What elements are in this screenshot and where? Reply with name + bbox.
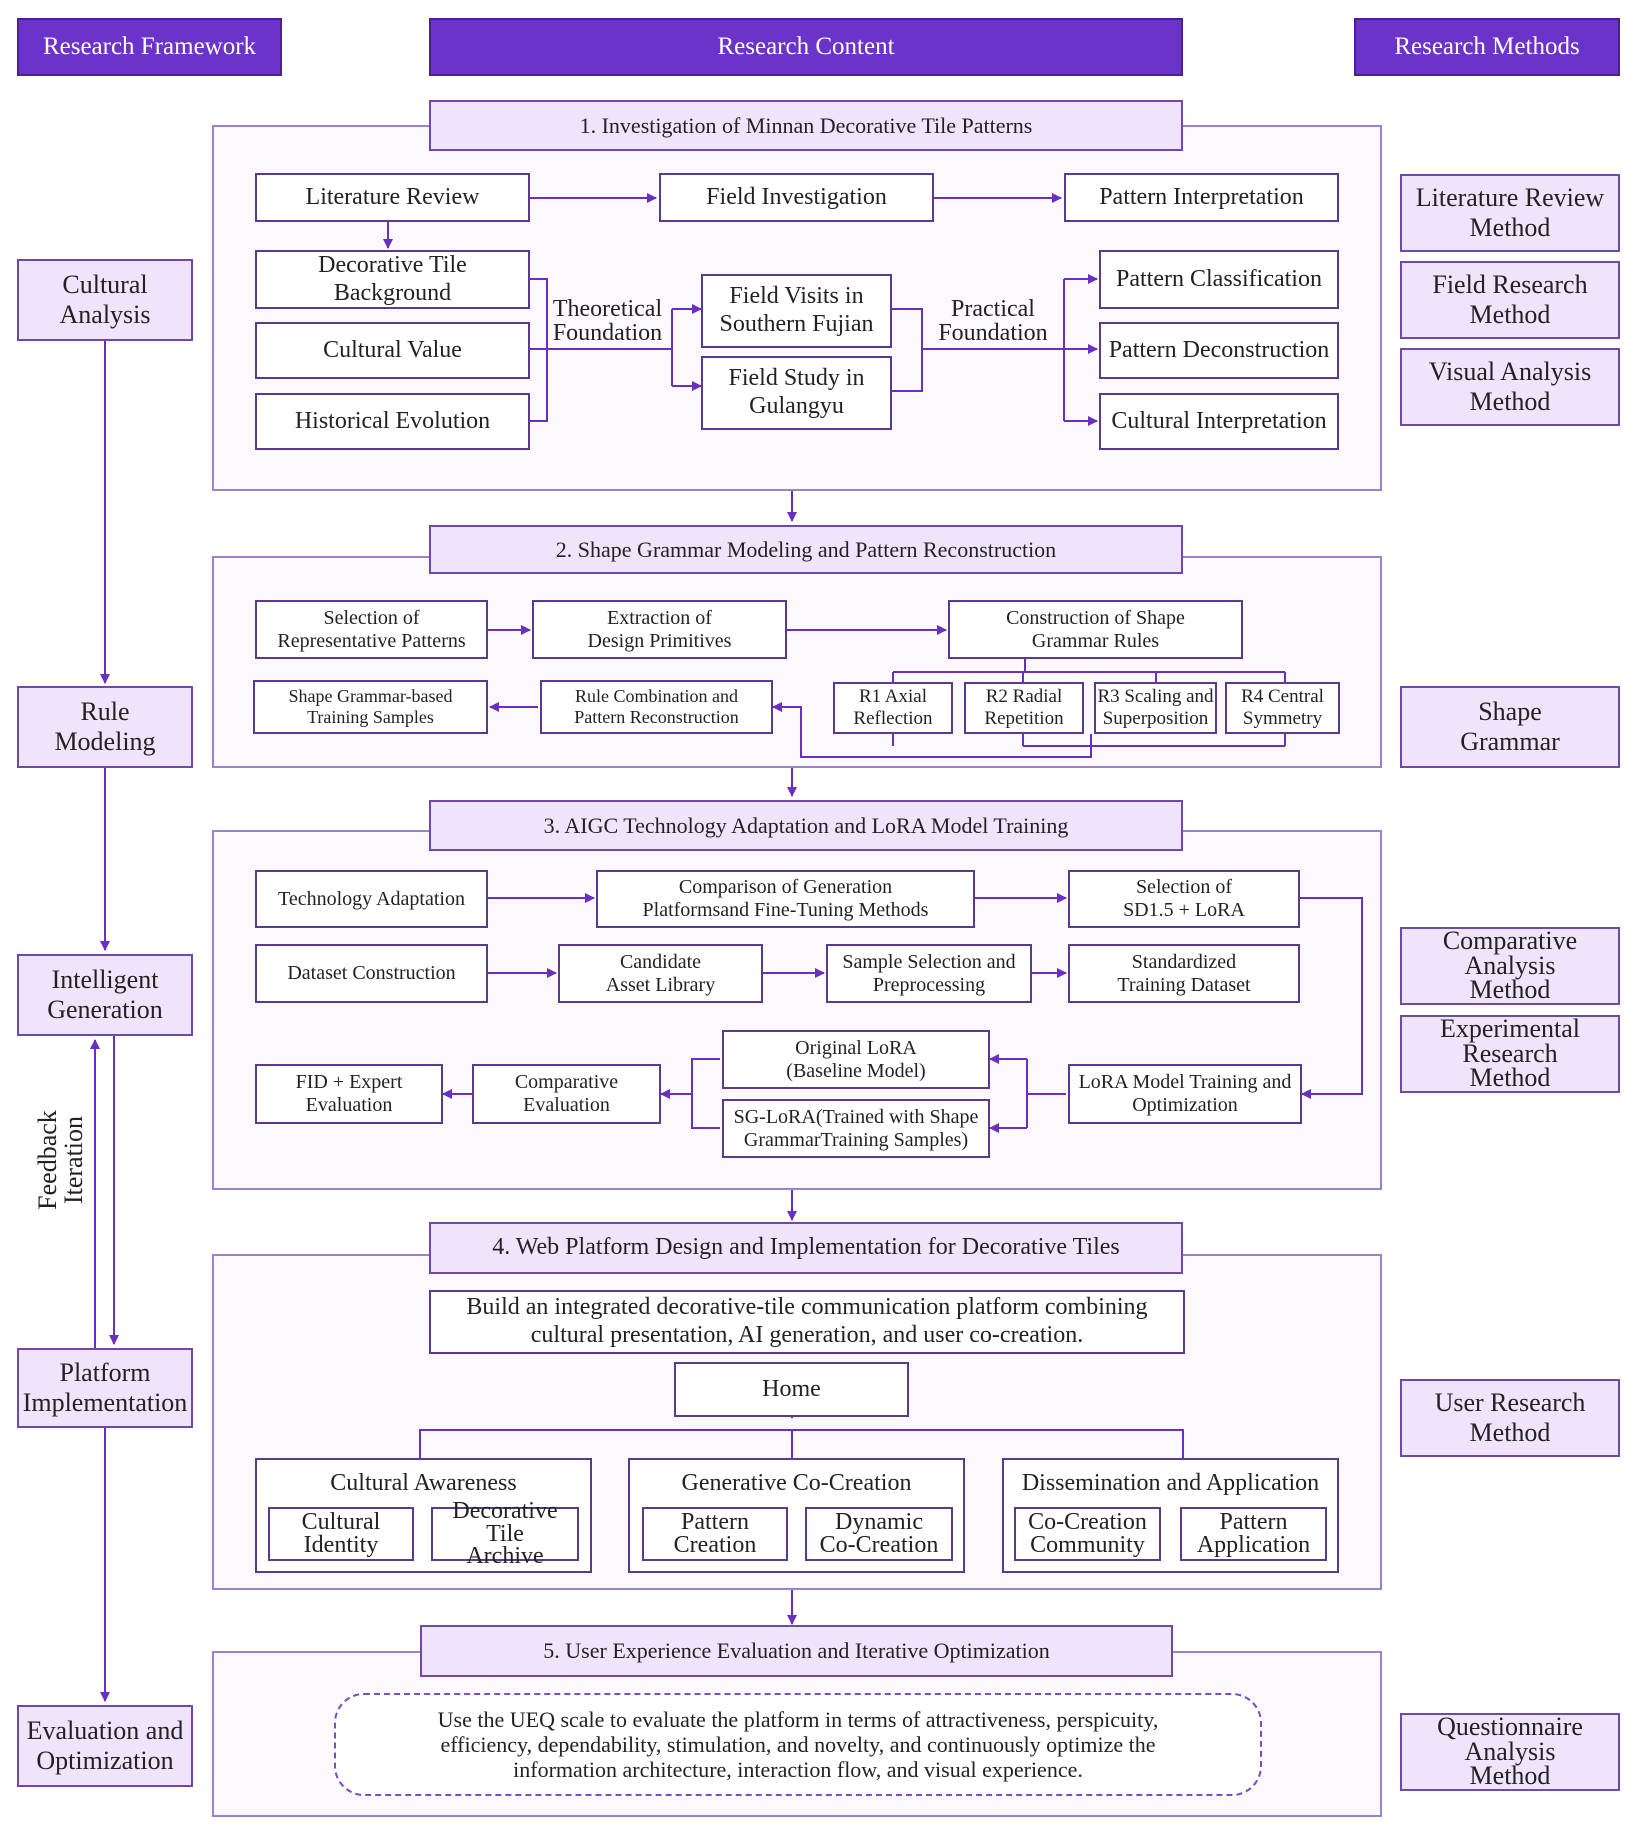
practical-foundation-label: Practical Foundation (938, 296, 1048, 346)
dataset-construction-box: Dataset Construction (255, 944, 488, 1003)
header-research-methods: Research Methods (1354, 18, 1620, 76)
method-literature-review: Literature Review Method (1400, 174, 1620, 252)
home-box: Home (674, 1362, 909, 1417)
pattern-deconstruction-box: Pattern Deconstruction (1099, 322, 1339, 379)
cultural-awareness-label: Cultural Awareness (330, 1470, 517, 1496)
cultural-value-box: Cultural Value (255, 322, 530, 379)
dissemination-label: Dissemination and Application (1021, 1470, 1320, 1496)
ueq-evaluation-box: Use the UEQ scale to evaluate the platfo… (334, 1693, 1262, 1796)
sample-selection-box: Sample Selection and Preprocessing (826, 944, 1032, 1003)
tile-background-box: Decorative Tile Background (255, 250, 530, 309)
framework-cultural-analysis: Cultural Analysis (17, 259, 193, 341)
framework-rule-modeling: Rule Modeling (17, 686, 193, 768)
fid-expert-box: FID + Expert Evaluation (255, 1064, 443, 1124)
field-visits-box: Field Visits in Southern Fujian (701, 274, 892, 348)
comparison-platforms-box: Comparison of Generation Platformsand Fi… (596, 870, 975, 928)
dynamic-cocreation-box: Dynamic Co-Creation (805, 1507, 953, 1561)
framework-platform-implementation: Platform Implementation (17, 1348, 193, 1428)
sd15-lora-box: Selection of SD1.5 + LoRA (1068, 870, 1300, 928)
comparative-evaluation-box: Comparative Evaluation (472, 1064, 661, 1124)
method-user-research: User Research Method (1400, 1379, 1620, 1457)
build-platform-box: Build an integrated decorative-tile comm… (429, 1290, 1185, 1354)
pattern-creation-box: Pattern Creation (642, 1507, 788, 1561)
method-visual-analysis: Visual Analysis Method (1400, 348, 1620, 426)
section2-title: 2. Shape Grammar Modeling and Pattern Re… (429, 525, 1183, 574)
extraction-primitives-box: Extraction of Design Primitives (532, 600, 787, 659)
rule-r4-box: R4 Central Symmetry (1225, 682, 1340, 734)
tile-archive-box: Decorative Tile Archive (431, 1499, 579, 1568)
original-lora-box: Original LoRA (Baseline Model) (722, 1030, 990, 1089)
header-research-framework: Research Framework (17, 18, 282, 76)
method-questionnaire-analysis: Questionnaire Analysis Method (1400, 1713, 1620, 1791)
training-samples-box: Shape Grammar-based Training Samples (253, 680, 488, 734)
pattern-classification-box: Pattern Classification (1099, 250, 1339, 309)
theoretical-foundation-label: Theoretical Foundation (552, 296, 663, 346)
rule-r2-box: R2 Radial Repetition (964, 682, 1084, 734)
standardized-dataset-box: Standardized Training Dataset (1068, 944, 1300, 1003)
method-experimental-research: Experimental Research Method (1400, 1015, 1620, 1093)
section4-title: 4. Web Platform Design and Implementatio… (429, 1222, 1183, 1274)
section5-title: 5. User Experience Evaluation and Iterat… (420, 1625, 1173, 1677)
technology-adaptation-box: Technology Adaptation (255, 870, 488, 928)
literature-review-box: Literature Review (255, 173, 530, 222)
cultural-identity-box: Cultural Identity (268, 1507, 414, 1561)
framework-intelligent-generation: Intelligent Generation (17, 954, 193, 1036)
field-study-box: Field Study in Gulangyu (701, 356, 892, 430)
rule-r3-box: R3 Scaling and Superposition (1094, 682, 1217, 734)
candidate-library-box: Candidate Asset Library (558, 944, 763, 1003)
section3-title: 3. AIGC Technology Adaptation and LoRA M… (429, 800, 1183, 851)
section1-title: 1. Investigation of Minnan Decorative Ti… (429, 100, 1183, 151)
header-research-content: Research Content (429, 18, 1183, 76)
method-field-research: Field Research Method (1400, 261, 1620, 339)
framework-evaluation-optimization: Evaluation and Optimization (17, 1705, 193, 1787)
construction-rules-box: Construction of Shape Grammar Rules (948, 600, 1243, 659)
generative-cocreation-label: Generative Co-Creation (681, 1470, 912, 1496)
selection-patterns-box: Selection of Representative Patterns (255, 600, 488, 659)
pattern-interpretation-box: Pattern Interpretation (1064, 173, 1339, 222)
feedback-iteration-label: Feedback Iteration (33, 1110, 88, 1210)
cocreation-community-box: Co-Creation Community (1014, 1507, 1161, 1561)
lora-training-box: LoRA Model Training and Optimization (1068, 1064, 1302, 1124)
field-investigation-box: Field Investigation (659, 173, 934, 222)
rule-r1-box: R1 Axial Reflection (833, 682, 953, 734)
method-comparative-analysis: Comparative Analysis Method (1400, 927, 1620, 1005)
pattern-application-box: Pattern Application (1180, 1507, 1327, 1561)
historical-evolution-box: Historical Evolution (255, 393, 530, 450)
rule-combination-box: Rule Combination and Pattern Reconstruct… (540, 680, 773, 734)
sg-lora-box: SG-LoRA(Trained with Shape GrammarTraini… (722, 1099, 990, 1158)
cultural-interpretation-box: Cultural Interpretation (1099, 393, 1339, 450)
method-shape-grammar: Shape Grammar (1400, 686, 1620, 768)
